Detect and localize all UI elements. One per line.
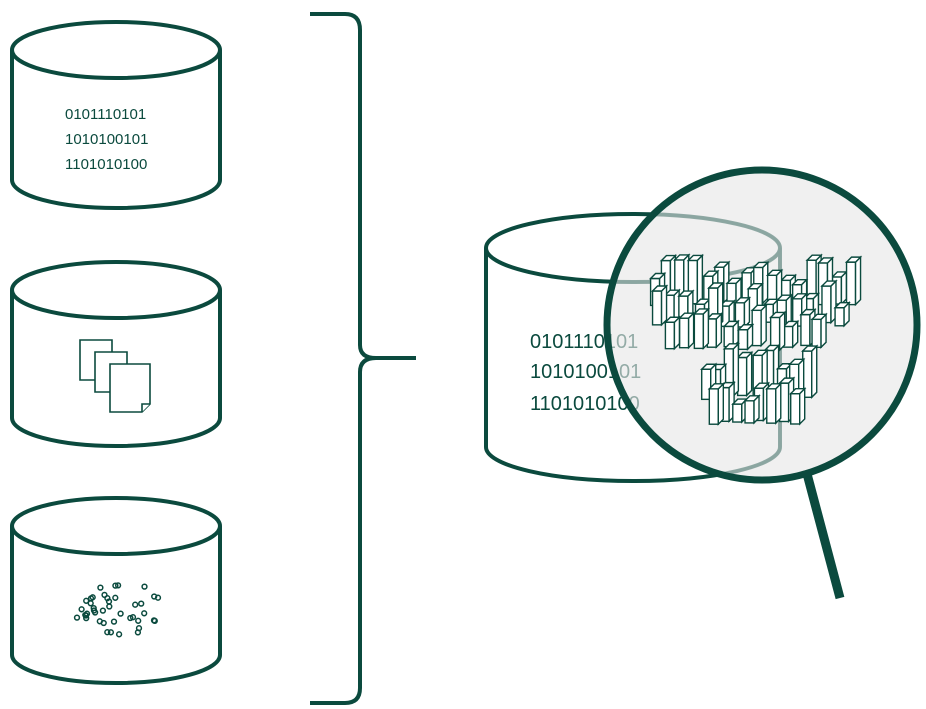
bar-block	[692, 307, 711, 351]
database-cylinder-binary: 0101110101 1010100101 1101010100	[10, 20, 222, 210]
scatter-point	[135, 617, 142, 624]
bar-block	[650, 284, 669, 327]
bar-block	[677, 311, 696, 350]
stacked-pages-icon	[79, 339, 151, 413]
magnifying-glass-icon	[603, 166, 921, 600]
database-cylinder-documents	[10, 260, 222, 448]
scatter-point	[112, 582, 119, 589]
scatter-point	[101, 591, 108, 599]
bar-block	[663, 315, 682, 351]
scatter-point	[115, 631, 123, 638]
scatter-point	[151, 617, 158, 625]
scatter-point	[114, 582, 122, 589]
binary-line: 1101010100	[65, 156, 147, 173]
scatter-point	[97, 584, 104, 591]
binary-line: 1010100101	[65, 131, 148, 148]
scatter-point	[127, 614, 134, 622]
scatter-point	[104, 629, 111, 636]
scatter-point	[141, 583, 148, 590]
scatter-point	[135, 625, 143, 632]
bar-block	[735, 350, 754, 398]
bar-block	[718, 299, 736, 328]
scatter-point	[110, 618, 118, 625]
scatter-point	[141, 610, 148, 617]
bar-block	[768, 310, 787, 352]
bar-block	[801, 344, 819, 399]
binary-line: 0101110101	[65, 106, 146, 123]
database-cylinder-points	[10, 496, 222, 685]
scatter-point	[132, 601, 139, 608]
bar-block	[743, 394, 761, 425]
scatter-point	[107, 629, 115, 636]
scatter-point	[90, 607, 98, 614]
point-cloud-icon	[73, 582, 162, 638]
scatter-point	[117, 610, 124, 617]
bar-block	[765, 382, 783, 425]
merged-binary-line: 1101010100	[530, 393, 640, 415]
bar-block	[722, 319, 740, 349]
scatter-point	[83, 610, 91, 617]
bar-block	[705, 312, 724, 349]
bar-block	[810, 312, 828, 349]
scatter-point	[73, 614, 81, 621]
scatter-point	[138, 600, 145, 607]
bar-block	[781, 319, 800, 349]
bar-block	[750, 303, 768, 348]
bar-block	[707, 382, 726, 426]
scatter-point	[112, 594, 119, 601]
scatter-point	[89, 594, 96, 601]
scatter-point	[78, 606, 85, 613]
bar-block	[833, 301, 851, 328]
bar-block	[733, 296, 752, 329]
lens-view	[607, 212, 863, 480]
scatter-point	[87, 600, 94, 607]
scatter-point	[100, 619, 107, 627]
scatter-point	[151, 593, 158, 600]
bar-block	[789, 386, 807, 426]
scatter-point	[99, 607, 107, 614]
curly-brace-icon	[310, 12, 416, 705]
scatter-point	[83, 597, 90, 604]
scatter-point	[106, 603, 113, 610]
bar-block	[844, 255, 863, 307]
bar-block	[736, 323, 755, 352]
3d-bar-chart-icon	[648, 253, 863, 426]
